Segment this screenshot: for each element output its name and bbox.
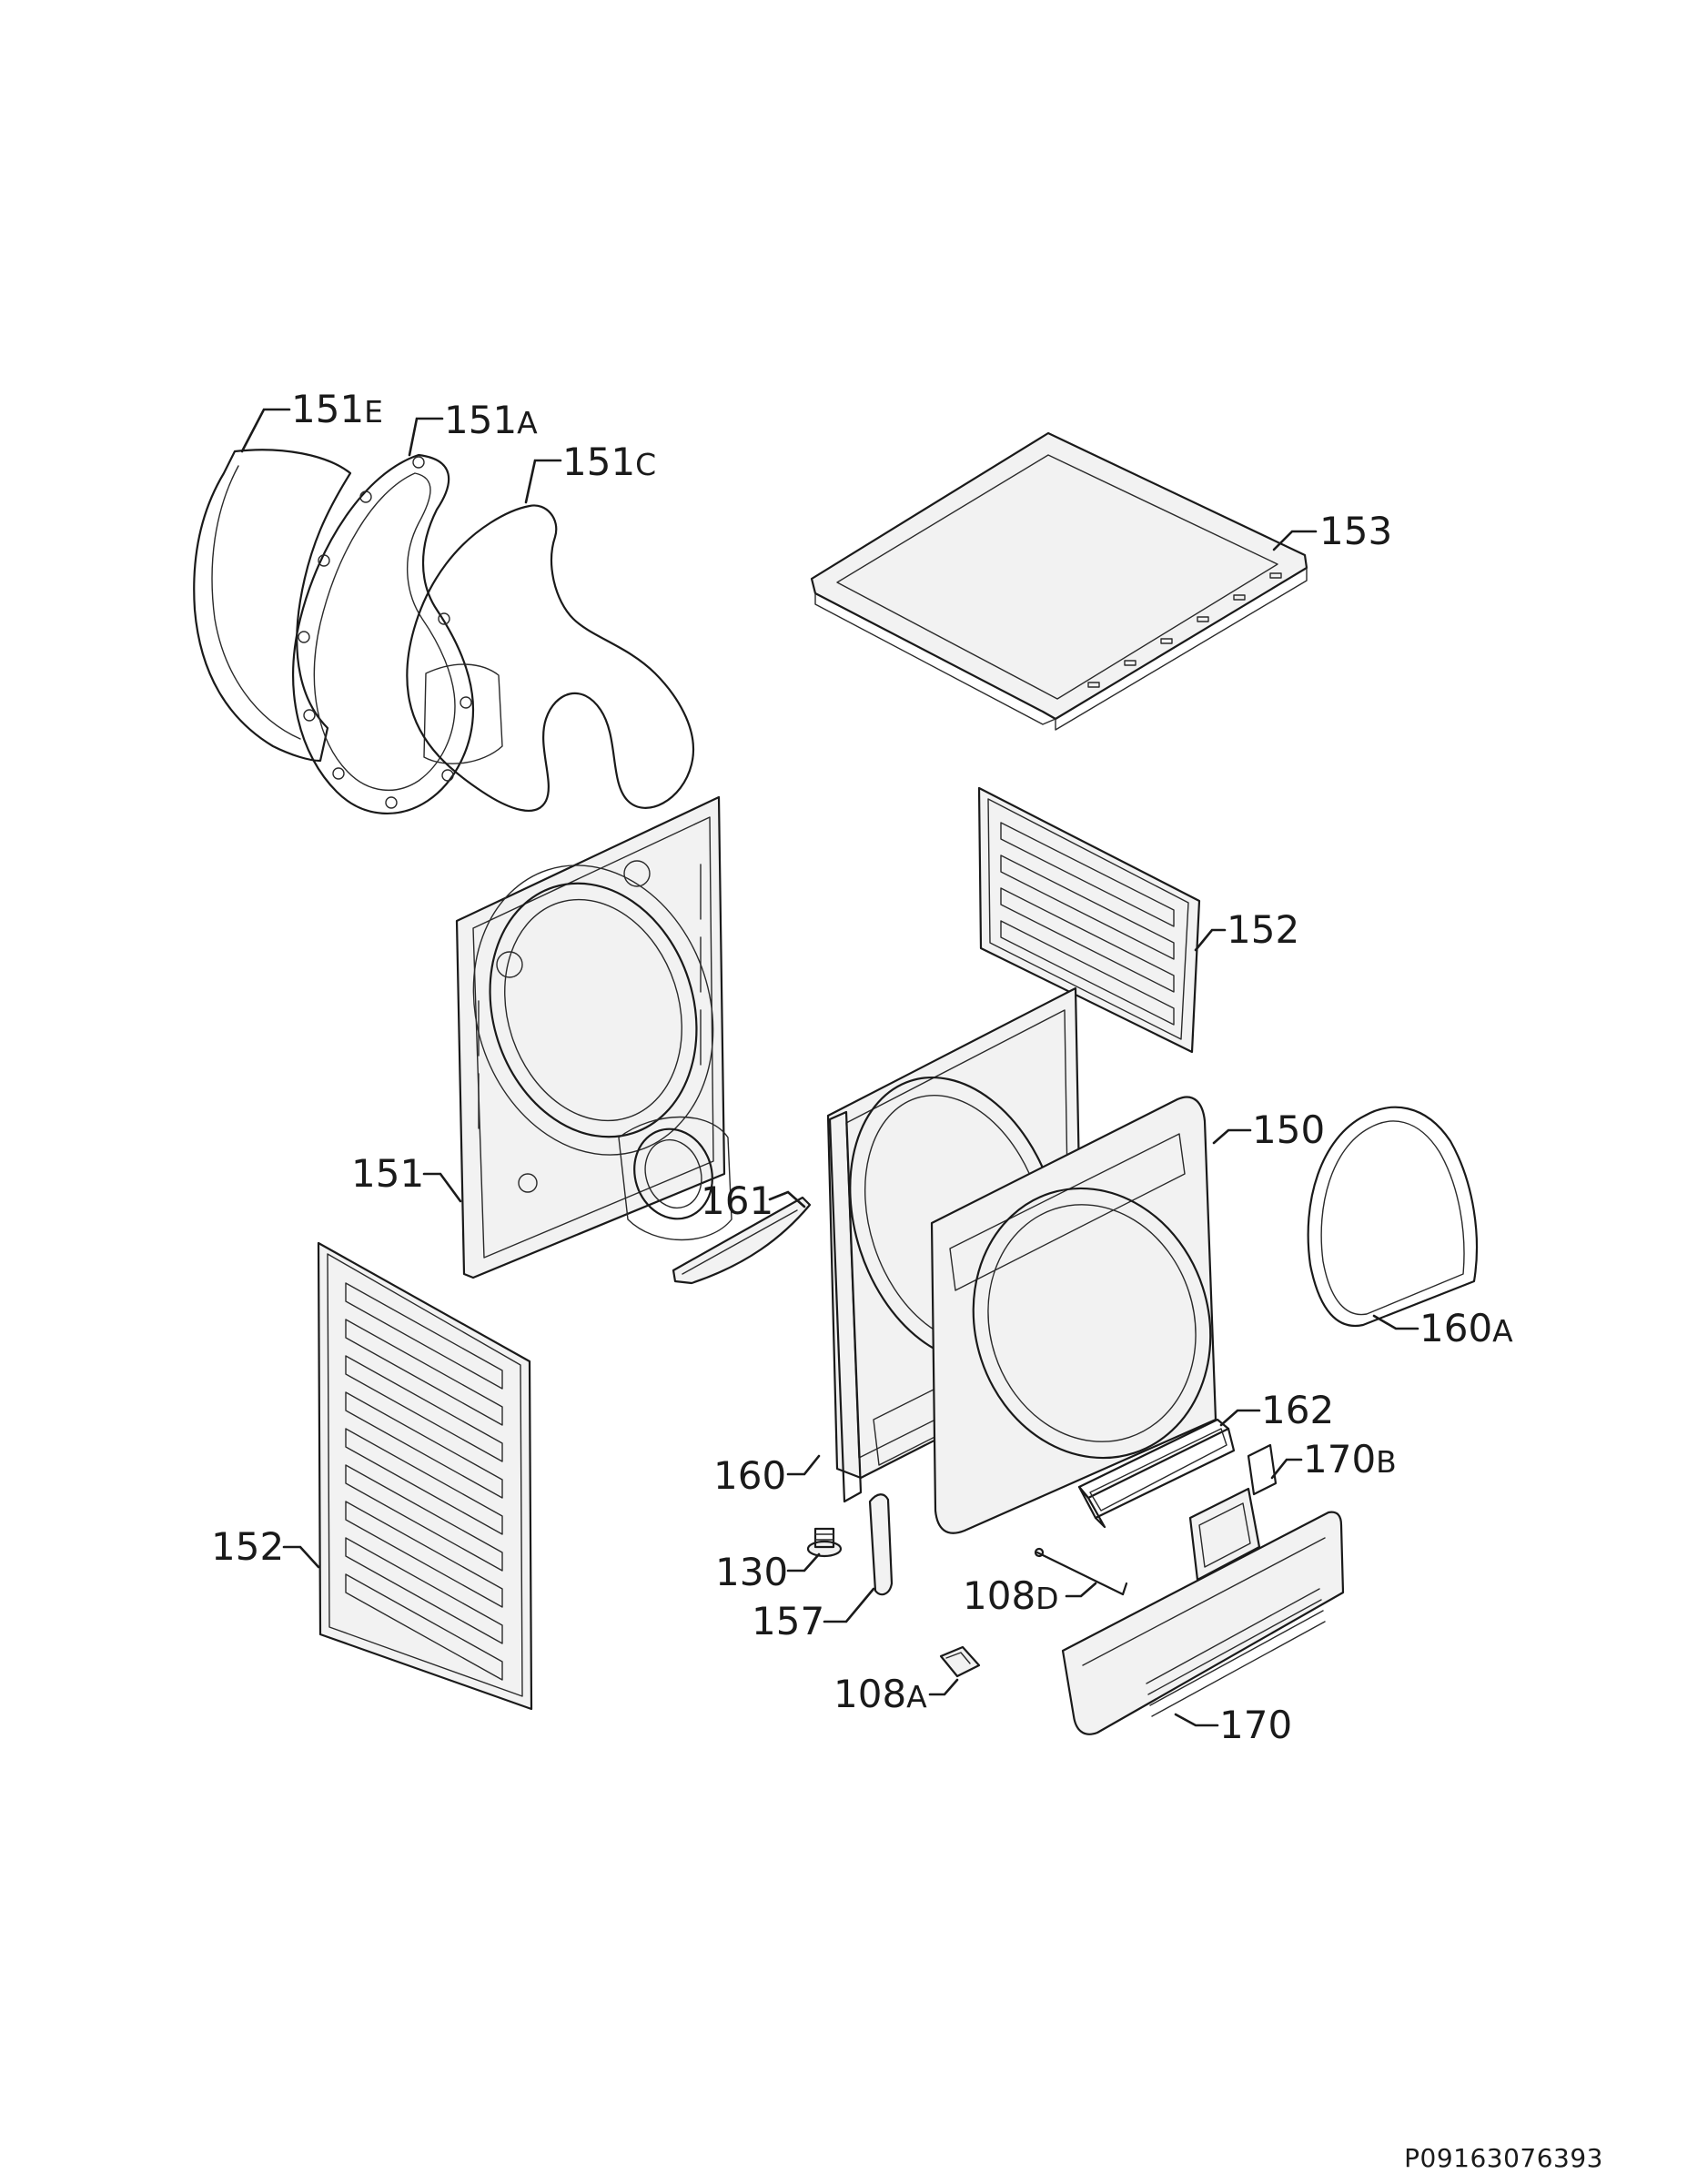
part-130-adjustable-foot [806,1527,843,1558]
callout-151a: 151A [444,398,538,442]
callout-130: 130 [715,1550,788,1594]
callout-152-right: 152 [1227,907,1299,952]
part-151e-rear-shield [193,449,352,763]
part-152-right-side-panel [977,786,1201,1054]
leader-151e [240,408,291,453]
leader-151a [408,417,444,457]
part-151-rear-panel [455,795,732,1279]
callout-160a: 160A [1419,1306,1513,1350]
leader-170 [1174,1713,1219,1727]
leader-160a [1372,1314,1419,1330]
leader-108d [1065,1582,1097,1598]
callout-150: 150 [1252,1107,1325,1152]
leader-162 [1219,1409,1261,1427]
plinth-vent-grille [1146,1588,1326,1717]
callout-170b: 170B [1303,1437,1397,1481]
callout-153: 153 [1319,509,1392,553]
callout-162: 162 [1261,1388,1334,1432]
left-panel-ribs [345,1282,503,1681]
leader-152-right [1194,928,1227,952]
part-160a-door-seal [1307,1106,1479,1328]
callout-151c: 151C [562,440,656,484]
leader-151c [524,459,562,504]
diagram-reference-code: P09163076393 [1404,2143,1603,2173]
callout-108a: 108A [833,1672,927,1716]
callout-161: 161 [701,1178,773,1223]
leader-108a [928,1678,959,1696]
callout-157: 157 [752,1599,824,1643]
callout-labels: 151E 151A 151C 153 152 150 151 161 160A … [211,387,1513,1747]
leader-151 [422,1172,462,1203]
part-108d-rod [1034,1547,1128,1596]
callout-160: 160 [713,1453,786,1498]
leader-153 [1272,530,1318,551]
callout-151e: 151E [291,387,383,431]
leader-152-left [282,1545,320,1569]
callout-151: 151 [351,1151,424,1196]
leader-150 [1212,1128,1252,1145]
part-150-front-cover [930,1096,1217,1534]
leader-170b [1270,1458,1303,1480]
part-152-left-side-panel [317,1241,533,1711]
callout-152-left: 152 [211,1524,284,1569]
part-151c-gasket-seal [406,504,694,812]
leader-161 [768,1190,806,1208]
leader-160 [786,1454,821,1476]
part-157-vertical-trim [868,1493,894,1596]
callout-108d: 108D [963,1573,1059,1618]
callout-170: 170 [1219,1703,1292,1747]
leader-lines [240,408,1419,1727]
part-170-plinth [1061,1511,1345,1735]
part-151a-bearing-shield [292,453,503,815]
top-cover-clips [1087,572,1282,688]
leader-157 [823,1587,875,1623]
part-161-hinge-strip [672,1196,812,1285]
part-153-top-cover [810,431,1308,731]
part-170b-electronic-module [1188,1443,1278,1582]
right-panel-ribs [1000,822,1175,1026]
leader-130 [786,1552,821,1572]
rear-panel-vent-slots [478,864,702,1129]
part-162-filter-gasket [1077,1418,1236,1529]
part-108a-hinge-bracket [939,1645,981,1678]
